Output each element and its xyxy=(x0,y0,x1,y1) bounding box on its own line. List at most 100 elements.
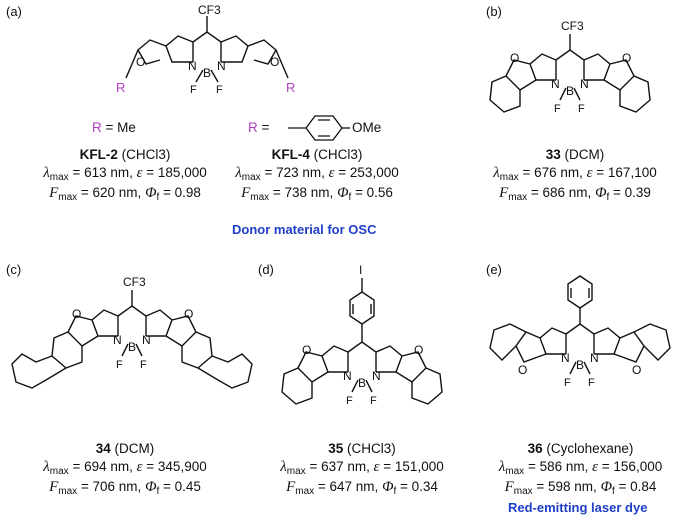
max-sub: max xyxy=(250,192,270,203)
atom-f-left: F xyxy=(346,395,353,407)
epsilon-symbol: ε xyxy=(373,459,380,475)
substituent-r-right: R xyxy=(286,80,295,95)
caption-35: 35 (CHCl3) λmax = 637 nm, ε = 151,000 Fm… xyxy=(262,440,462,498)
atom-f-right: F xyxy=(216,84,223,96)
cf3-label: CF3 xyxy=(123,275,146,289)
compound-name: 36 xyxy=(527,441,543,456)
r-anisyl-definition: R = xyxy=(248,120,269,135)
max-sub: max xyxy=(513,486,533,497)
atom-b: B xyxy=(203,66,211,80)
panel-label-e: (e) xyxy=(486,262,502,277)
atom-o-right: O xyxy=(414,343,423,357)
atom-b: B xyxy=(128,340,136,354)
compound-name: KFL-2 xyxy=(79,147,118,162)
r-symbol: R xyxy=(92,120,102,135)
max-sub: max xyxy=(58,486,78,497)
fmax-value: = 706 nm, xyxy=(77,479,146,494)
f-symbol: F xyxy=(499,185,509,201)
atom-n-left: N xyxy=(561,351,570,365)
epsilon-value: = 345,900 xyxy=(142,459,207,474)
solvent: (CHCl3) xyxy=(117,147,171,162)
max-sub: max xyxy=(499,172,519,183)
phi-value: = 0.56 xyxy=(351,185,393,200)
panel-label-b: (b) xyxy=(486,4,502,19)
solvent: (CHCl3) xyxy=(309,147,363,162)
r-symbol: R xyxy=(248,120,258,135)
molecule-33: CF3 N N B F F O O xyxy=(470,8,670,153)
lambda-symbol: λ xyxy=(43,165,50,181)
atom-n-right: N xyxy=(372,369,381,383)
caption-33: 33 (DCM) λmax = 676 nm, ε = 167,100 Fmax… xyxy=(480,146,670,204)
phi-sub: f xyxy=(348,192,352,203)
ome-label: OMe xyxy=(352,120,382,135)
epsilon-value: = 151,000 xyxy=(379,459,444,474)
epsilon-value: = 167,100 xyxy=(592,165,657,180)
phi-value: = 0.34 xyxy=(396,479,438,494)
compound-name: 33 xyxy=(545,147,561,162)
lambda-value: = 637 nm, xyxy=(305,459,374,474)
panel-label-d: (d) xyxy=(258,262,274,277)
fmax-value: = 738 nm, xyxy=(269,185,338,200)
lambda-symbol: λ xyxy=(235,165,242,181)
atom-f-left: F xyxy=(116,359,123,371)
f-symbol: F xyxy=(286,479,296,495)
caption-kfl2: KFL-2 (CHCl3) λmax = 613 nm, ε = 185,000… xyxy=(30,146,220,204)
compound-name: 35 xyxy=(328,441,344,456)
f-symbol: F xyxy=(49,479,59,495)
atom-n-left: N xyxy=(188,59,197,73)
atom-n-left: N xyxy=(551,77,560,91)
caption-kfl4: KFL-4 (CHCl3) λmax = 723 nm, ε = 253,000… xyxy=(222,146,412,204)
epsilon-symbol: ε xyxy=(592,459,599,475)
max-sub: max xyxy=(49,466,69,477)
atom-f-right: F xyxy=(578,103,585,115)
epsilon-symbol: ε xyxy=(136,165,143,181)
atom-o-right: O xyxy=(622,51,631,65)
cf3-label: CF3 xyxy=(198,3,221,17)
lambda-value: = 694 nm, xyxy=(68,459,137,474)
lambda-value: = 723 nm, xyxy=(260,165,329,180)
compound-name: 34 xyxy=(95,441,111,456)
substituent-r-left: R xyxy=(116,80,125,95)
atom-o-left: O xyxy=(302,343,311,357)
phi-symbol: Φ xyxy=(600,479,612,495)
r-me-definition: R = Me xyxy=(92,120,136,135)
atom-f-left: F xyxy=(564,377,571,389)
lambda-value: = 613 nm, xyxy=(68,165,137,180)
compound-name: KFL-4 xyxy=(271,147,310,162)
atom-o-left: O xyxy=(518,363,527,377)
cf3-label: CF3 xyxy=(561,19,584,33)
lambda-symbol: λ xyxy=(43,459,50,475)
iodo-label: I xyxy=(359,263,362,277)
phi-sub: f xyxy=(611,486,615,497)
atom-b: B xyxy=(576,358,584,372)
fmax-value: = 686 nm, xyxy=(527,185,596,200)
molecule-35: I N N B F F O O xyxy=(262,262,462,447)
phi-symbol: Φ xyxy=(337,185,349,201)
caption-34: 34 (DCM) λmax = 694 nm, ε = 345,900 Fmax… xyxy=(25,440,225,498)
fmax-value: = 598 nm, xyxy=(532,479,601,494)
fmax-value: = 620 nm, xyxy=(77,185,146,200)
max-sub: max xyxy=(295,486,315,497)
f-symbol: F xyxy=(241,185,251,201)
atom-o-left: O xyxy=(510,51,519,65)
f-symbol: F xyxy=(49,185,59,201)
epsilon-symbol: ε xyxy=(586,165,593,181)
atom-o-right: O xyxy=(270,55,279,69)
atom-b: B xyxy=(358,376,366,390)
lambda-value: = 676 nm, xyxy=(518,165,587,180)
solvent: (DCM) xyxy=(560,147,605,162)
panel-label-a: (a) xyxy=(6,4,22,19)
lambda-symbol: λ xyxy=(280,459,287,475)
atom-f-right: F xyxy=(140,359,147,371)
solvent: (CHCl3) xyxy=(343,441,396,456)
phi-value: = 0.45 xyxy=(159,479,201,494)
r-me-text: = Me xyxy=(101,120,136,135)
phi-symbol: Φ xyxy=(145,185,157,201)
molecule-kfl: CF3 N N B F F O O R R xyxy=(100,0,330,105)
atom-o-left: O xyxy=(72,307,81,321)
lambda-symbol: λ xyxy=(498,459,506,475)
phi-value: = 0.39 xyxy=(609,185,651,200)
phi-sub: f xyxy=(156,486,160,497)
fmax-value: = 647 nm, xyxy=(314,479,383,494)
